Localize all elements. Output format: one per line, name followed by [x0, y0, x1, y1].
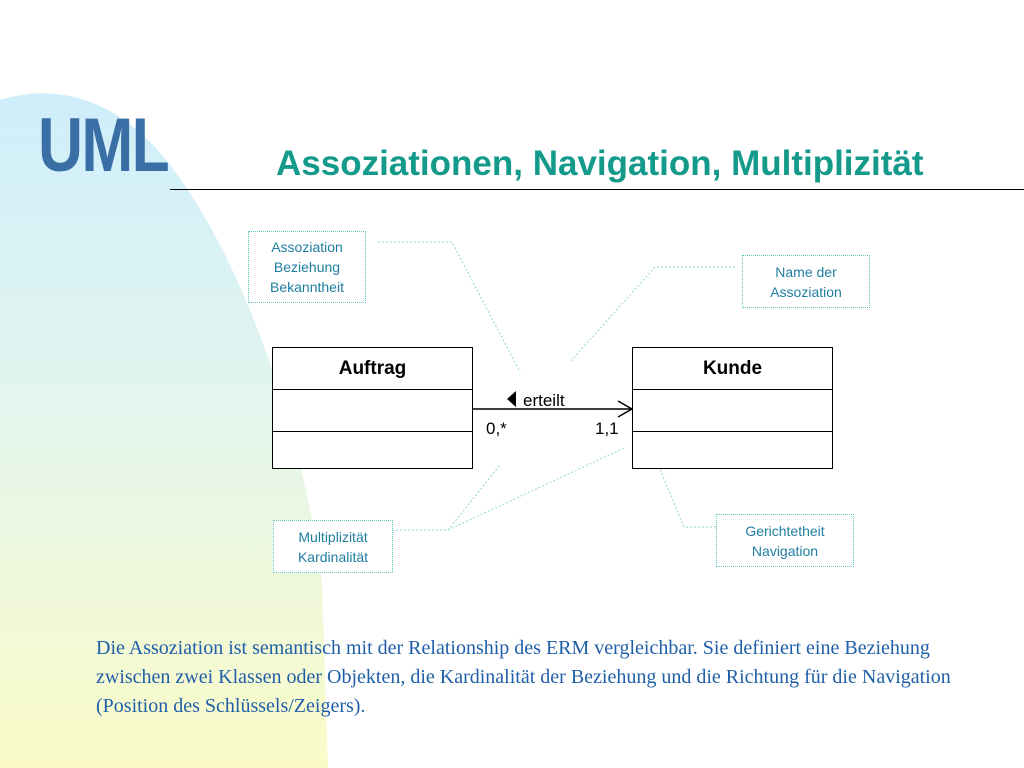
class-operations-kunde [633, 432, 832, 468]
class-name-kunde: Kunde [633, 348, 832, 390]
class-attributes-auftrag [273, 390, 472, 432]
description-paragraph: Die Assoziation ist semantisch mit der R… [96, 637, 951, 717]
reading-direction-triangle [507, 391, 516, 407]
class-attributes-kunde [633, 390, 832, 432]
note-navigation: Gerichtetheit Navigation [716, 514, 854, 567]
note-association-name-line-2: Assoziation [770, 283, 842, 300]
note-navigation-line-1: Gerichtetheit [745, 522, 825, 539]
leader-multiplicity-2 [447, 447, 625, 531]
note-association-name-line-1: Name der [775, 263, 837, 280]
class-name-auftrag: Auftrag [273, 348, 472, 390]
note-navigation-line-2: Navigation [751, 542, 819, 559]
class-operations-auftrag [273, 432, 472, 468]
title-divider [170, 189, 1024, 190]
slide-title: Assoziationen, Navigation, Multiplizität [276, 144, 924, 183]
note-multiplicity-line-2: Kardinalität [297, 548, 369, 565]
note-association-line-3: Bekanntheit [270, 279, 344, 295]
leader-association-name [569, 266, 735, 363]
note-multiplicity: Multiplizität Kardinalität [273, 520, 393, 573]
leader-navigation [651, 449, 716, 528]
note-multiplicity-line-1: Multiplizität [298, 528, 368, 545]
note-association-line-1: Assoziation [271, 239, 343, 255]
leader-association [378, 241, 521, 373]
association-name: erteilt [523, 391, 565, 410]
class-box-auftrag: Auftrag [272, 347, 473, 469]
uml-logo: UML [38, 103, 170, 188]
multiplicity-right: 1,1 [595, 419, 619, 438]
leader-multiplicity [392, 464, 501, 531]
class-box-kunde: Kunde [632, 347, 833, 469]
note-association: Assoziation Beziehung Bekanntheit [248, 231, 366, 303]
note-association-line-2: Beziehung [273, 259, 341, 275]
multiplicity-left: 0,* [486, 419, 507, 438]
note-association-name: Name der Assoziation [742, 255, 870, 308]
